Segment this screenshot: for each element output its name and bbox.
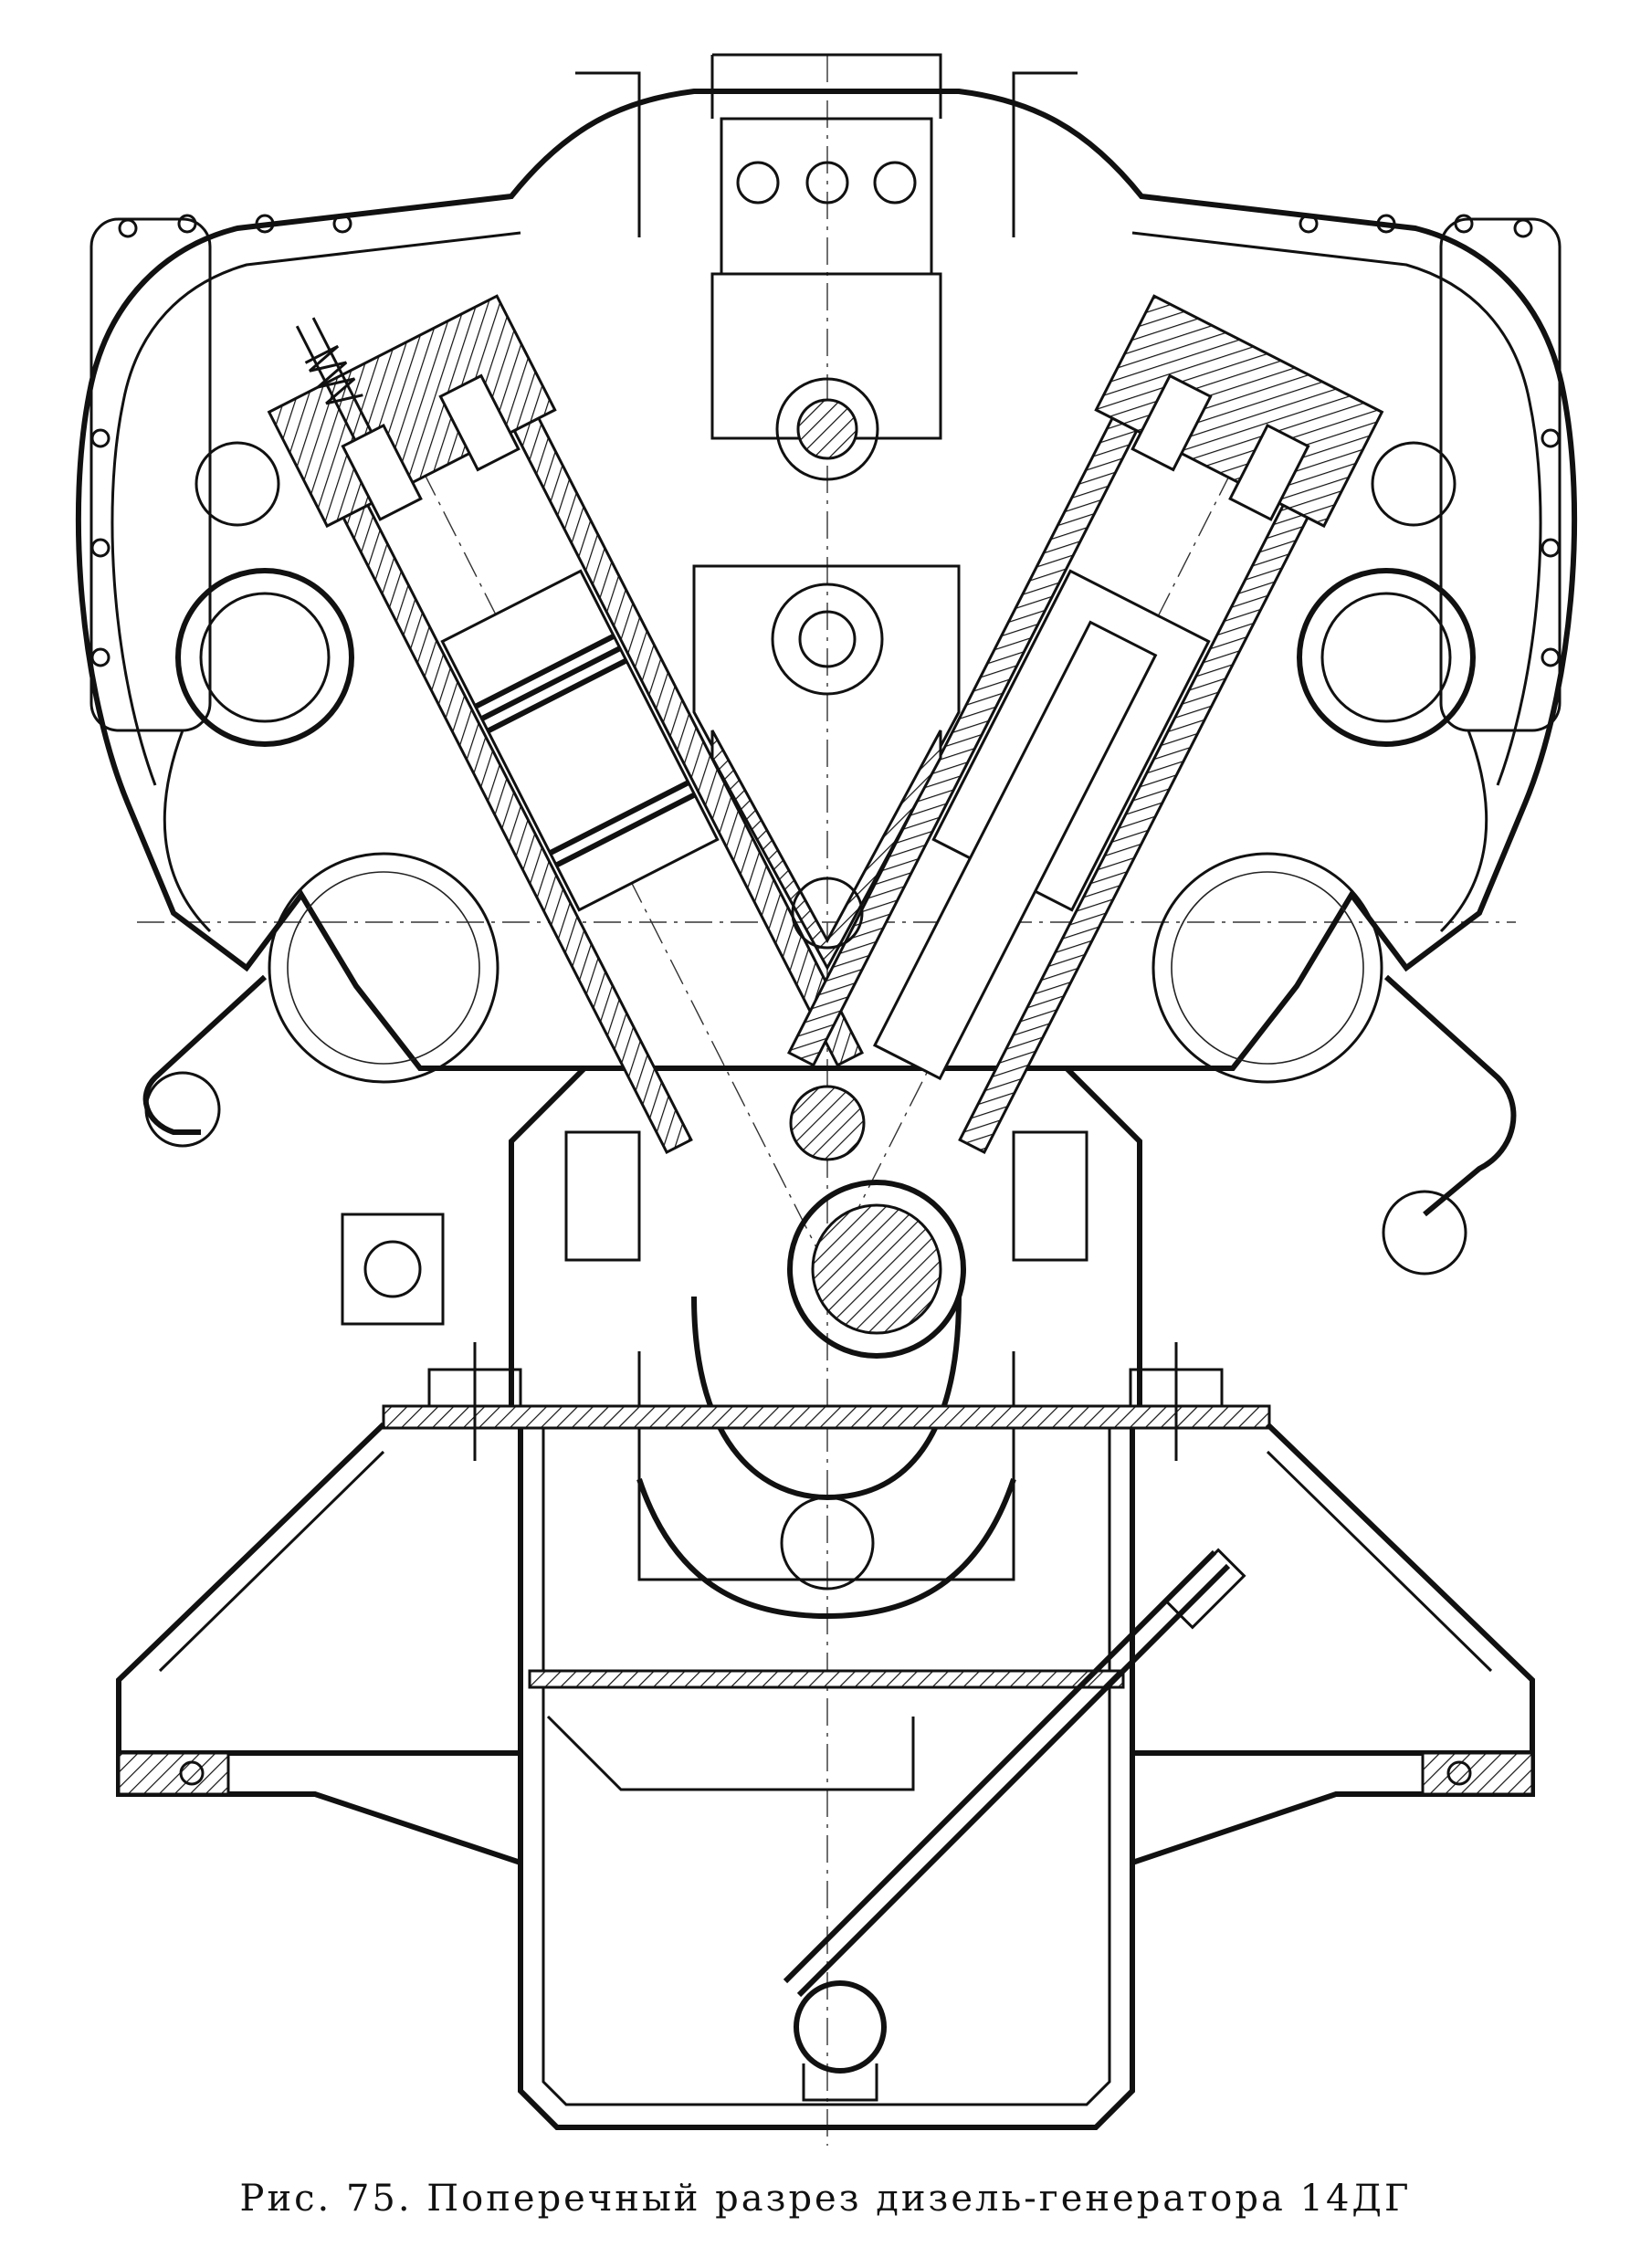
left-cylinder	[267, 294, 864, 1154]
side-pipes	[142, 974, 1517, 1326]
engine-block	[564, 564, 1088, 1262]
figure-caption: Рис. 75. Поперечный разрез дизель-генера…	[239, 2178, 1412, 2220]
right-cylinder	[787, 294, 1384, 1154]
oil-sump	[518, 1429, 1246, 2130]
mounting-feet	[116, 1422, 1535, 1865]
exhaust-manifolds	[163, 441, 1488, 933]
housing-bolts	[90, 214, 1561, 667]
engine-cross-section-drawing	[75, 53, 1578, 2146]
base-frame	[382, 1066, 1271, 1461]
outer-housing	[75, 89, 1578, 1071]
air-receivers	[268, 852, 1383, 1084]
crankshaft	[636, 1085, 1016, 1620]
fuel-pump-housing	[575, 53, 1078, 696]
